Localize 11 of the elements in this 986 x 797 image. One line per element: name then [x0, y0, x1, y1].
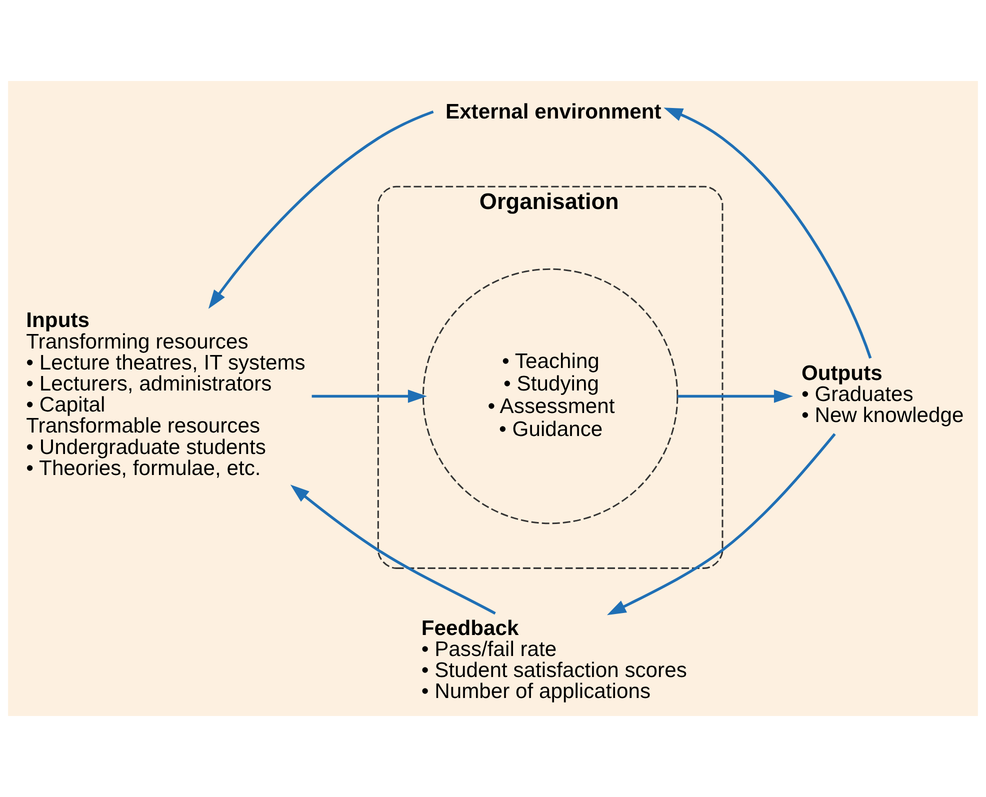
arrow: [312, 390, 427, 403]
arrow: [677, 390, 793, 403]
arrow: [208, 110, 434, 309]
arrow: [290, 484, 496, 615]
node-text: External environment: [445, 100, 662, 124]
arrow: [607, 433, 836, 616]
node-text: Feedback • Pass/fail rate • Student satisfaction scores • Number of applications: [421, 616, 687, 704]
arrow: [664, 108, 872, 359]
node-text: Outputs • Graduates • New knowledge: [801, 362, 964, 428]
node-text: Inputs Transforming resources • Lecture theatres, IT systems • Lecturers, administrators • Capital Transformable resources • Undergraduate students • Theories, formulae, etc.: [26, 309, 306, 480]
node-circle: • Teaching • Studying • Assessment • Guidance: [422, 268, 678, 524]
